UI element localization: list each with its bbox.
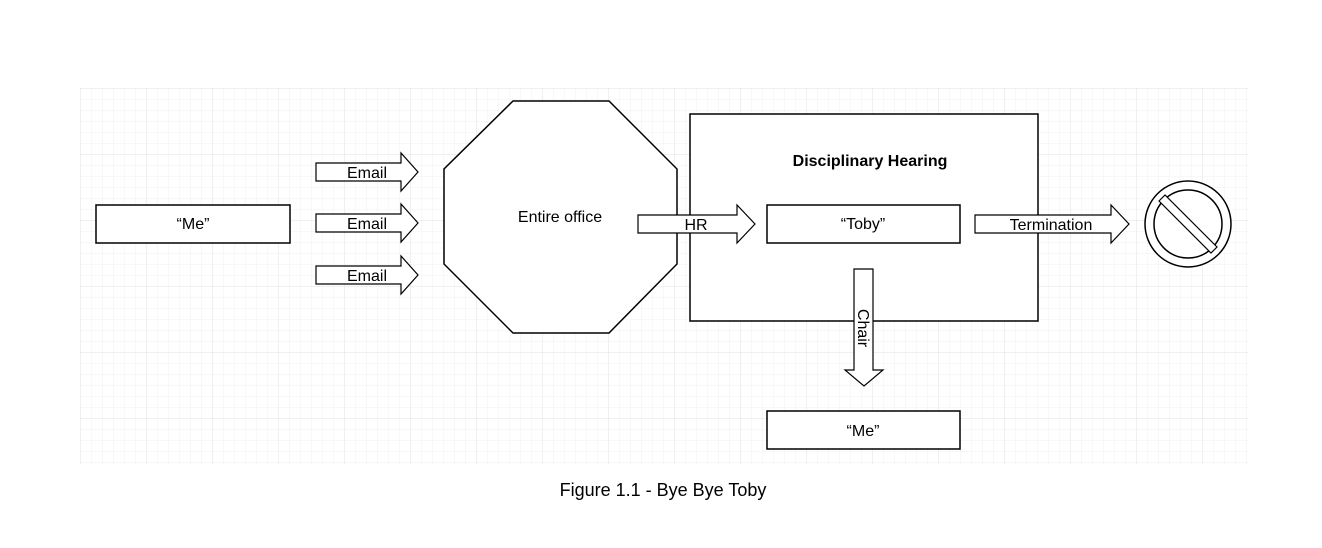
entire-office-octagon: Entire office (443, 100, 678, 334)
me-left-label: “Me” (177, 216, 210, 233)
me-bottom-label: “Me” (847, 423, 880, 440)
email-arrow-2-label: Email (347, 216, 387, 233)
figure-caption: Figure 1.1 - Bye Bye Toby (560, 480, 767, 500)
chair-arrow: Chair (843, 268, 885, 387)
hr-arrow: HR (637, 203, 756, 245)
email-arrow-3: Email (315, 254, 419, 296)
termination-arrow: Termination (974, 203, 1130, 245)
email-arrow-1-label: Email (347, 165, 387, 182)
prohibited-icon (1144, 180, 1232, 268)
toby-box: “Toby” (766, 204, 961, 244)
me-box-left: “Me” (95, 204, 291, 244)
hr-arrow-label: HR (684, 217, 707, 234)
chair-arrow-label: Chair (854, 309, 871, 348)
me-box-bottom: “Me” (766, 410, 961, 450)
entire-office-label: Entire office (518, 209, 602, 226)
termination-arrow-label: Termination (1010, 217, 1093, 234)
disciplinary-hearing-title: Disciplinary Hearing (793, 153, 948, 170)
email-arrow-2: Email (315, 202, 419, 244)
toby-label: “Toby” (841, 216, 885, 233)
email-arrow-3-label: Email (347, 268, 387, 285)
email-arrow-1: Email (315, 151, 419, 193)
